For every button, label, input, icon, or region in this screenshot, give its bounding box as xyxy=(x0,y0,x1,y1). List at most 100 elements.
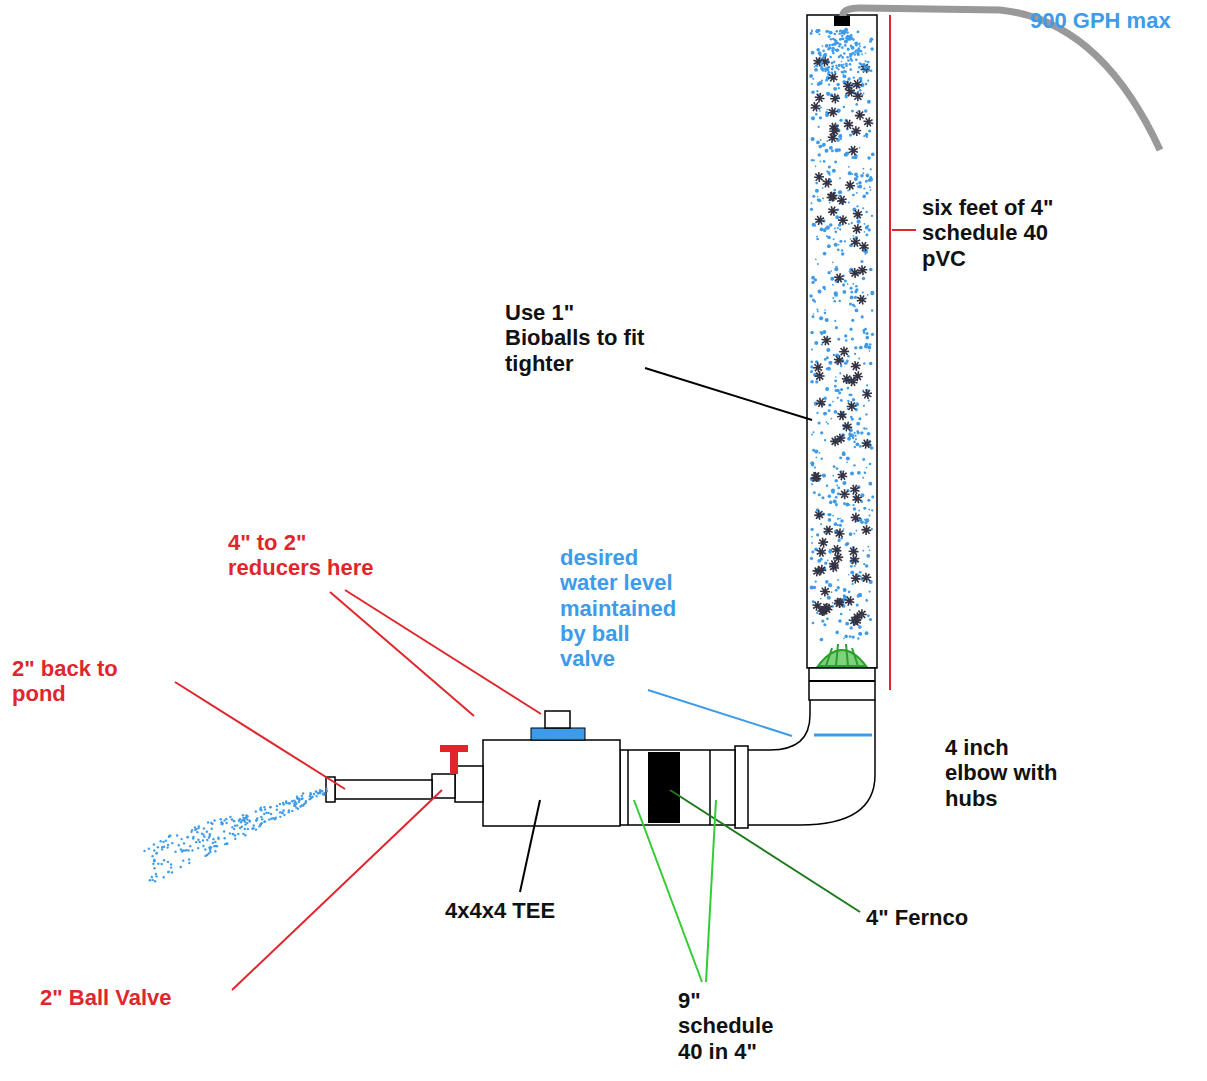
water-drop xyxy=(843,70,846,73)
water-drop xyxy=(834,291,838,295)
water-drop xyxy=(827,513,830,516)
water-drop xyxy=(839,30,842,33)
water-drop xyxy=(213,819,215,821)
bioball xyxy=(826,70,840,84)
water-drop xyxy=(153,859,155,861)
water-drop xyxy=(853,464,855,466)
water-drop xyxy=(825,78,828,81)
water-drop xyxy=(820,598,822,600)
water-drop xyxy=(843,32,846,35)
water-drop xyxy=(859,42,861,44)
water-drop xyxy=(848,394,850,396)
water-drop xyxy=(826,140,828,142)
water-drop xyxy=(859,89,862,92)
water-drop xyxy=(834,243,838,247)
water-drop xyxy=(246,822,248,824)
bioball xyxy=(835,193,849,207)
water-drop xyxy=(291,800,293,802)
water-drop xyxy=(853,440,856,443)
water-drop xyxy=(323,793,325,795)
water-drop xyxy=(155,873,157,875)
bioball xyxy=(830,93,841,104)
bioball xyxy=(849,572,863,586)
water-drop xyxy=(848,202,850,204)
water-drop xyxy=(294,804,296,806)
water-drop xyxy=(824,70,827,73)
water-drop xyxy=(813,159,815,161)
bioball xyxy=(862,116,874,128)
water-drop xyxy=(869,549,871,551)
water-drop xyxy=(224,843,226,845)
water-drop xyxy=(167,844,169,846)
water-drop xyxy=(861,315,864,318)
water-drop xyxy=(302,792,304,794)
water-drop xyxy=(289,802,291,804)
callout-label: six feet of 4" schedule 40 pVC xyxy=(922,195,1057,271)
water-drop xyxy=(850,287,853,290)
water-drop xyxy=(206,831,208,833)
water-drop xyxy=(831,591,833,593)
water-drop xyxy=(867,61,870,64)
water-drop xyxy=(809,294,812,297)
water-drop xyxy=(850,570,854,574)
water-drop xyxy=(855,59,858,62)
water-drop xyxy=(811,542,813,544)
water-drop xyxy=(854,353,856,355)
water-drop xyxy=(839,240,842,243)
water-drop xyxy=(838,300,841,303)
water-drop xyxy=(267,812,269,814)
water-drop xyxy=(826,617,829,620)
water-drop xyxy=(854,177,858,181)
water-drop xyxy=(815,189,819,193)
water-drop xyxy=(301,798,303,800)
water-drop xyxy=(862,207,864,209)
water-drop xyxy=(252,824,254,826)
water-drop xyxy=(862,172,864,174)
water-drop xyxy=(838,56,841,59)
water-drop xyxy=(170,866,172,868)
water-drop xyxy=(824,358,827,361)
callout-label: Use 1" Bioballs to fit tighter xyxy=(505,300,645,376)
water-drop xyxy=(870,69,873,72)
water-drop xyxy=(856,422,860,426)
water-drop xyxy=(810,461,814,465)
water-drop xyxy=(819,452,821,454)
water-drop xyxy=(813,313,815,315)
water-drop xyxy=(837,49,840,52)
water-drop xyxy=(237,833,239,835)
water-drop xyxy=(823,229,826,232)
water-drop xyxy=(871,153,875,157)
water-drop xyxy=(845,62,848,65)
water-drop xyxy=(814,466,816,468)
water-drop xyxy=(829,31,832,34)
water-drop xyxy=(821,619,824,622)
water-drop xyxy=(260,822,262,824)
water-drop xyxy=(823,53,827,57)
water-drop xyxy=(837,492,840,495)
water-drop xyxy=(176,834,178,836)
water-drop xyxy=(203,827,205,829)
water-drop xyxy=(843,74,847,78)
water-drop xyxy=(819,160,821,162)
water-drop xyxy=(818,421,821,424)
water-drop xyxy=(838,33,841,36)
elbow-hub xyxy=(735,746,748,828)
water-drop xyxy=(244,828,246,830)
bioball xyxy=(819,56,830,67)
water-drop xyxy=(152,863,154,865)
water-drop xyxy=(822,69,825,72)
water-drop xyxy=(849,302,852,305)
water-drop xyxy=(824,439,826,441)
water-drop xyxy=(855,44,858,47)
water-drop xyxy=(824,309,826,311)
bioball xyxy=(851,492,864,505)
bioball xyxy=(858,240,871,253)
water-drop xyxy=(818,199,822,203)
water-drop xyxy=(301,797,303,799)
water-drop xyxy=(155,875,157,877)
water-drop xyxy=(863,362,865,364)
water-drop xyxy=(813,586,816,589)
water-drop xyxy=(825,318,829,322)
water-drop xyxy=(263,813,265,815)
